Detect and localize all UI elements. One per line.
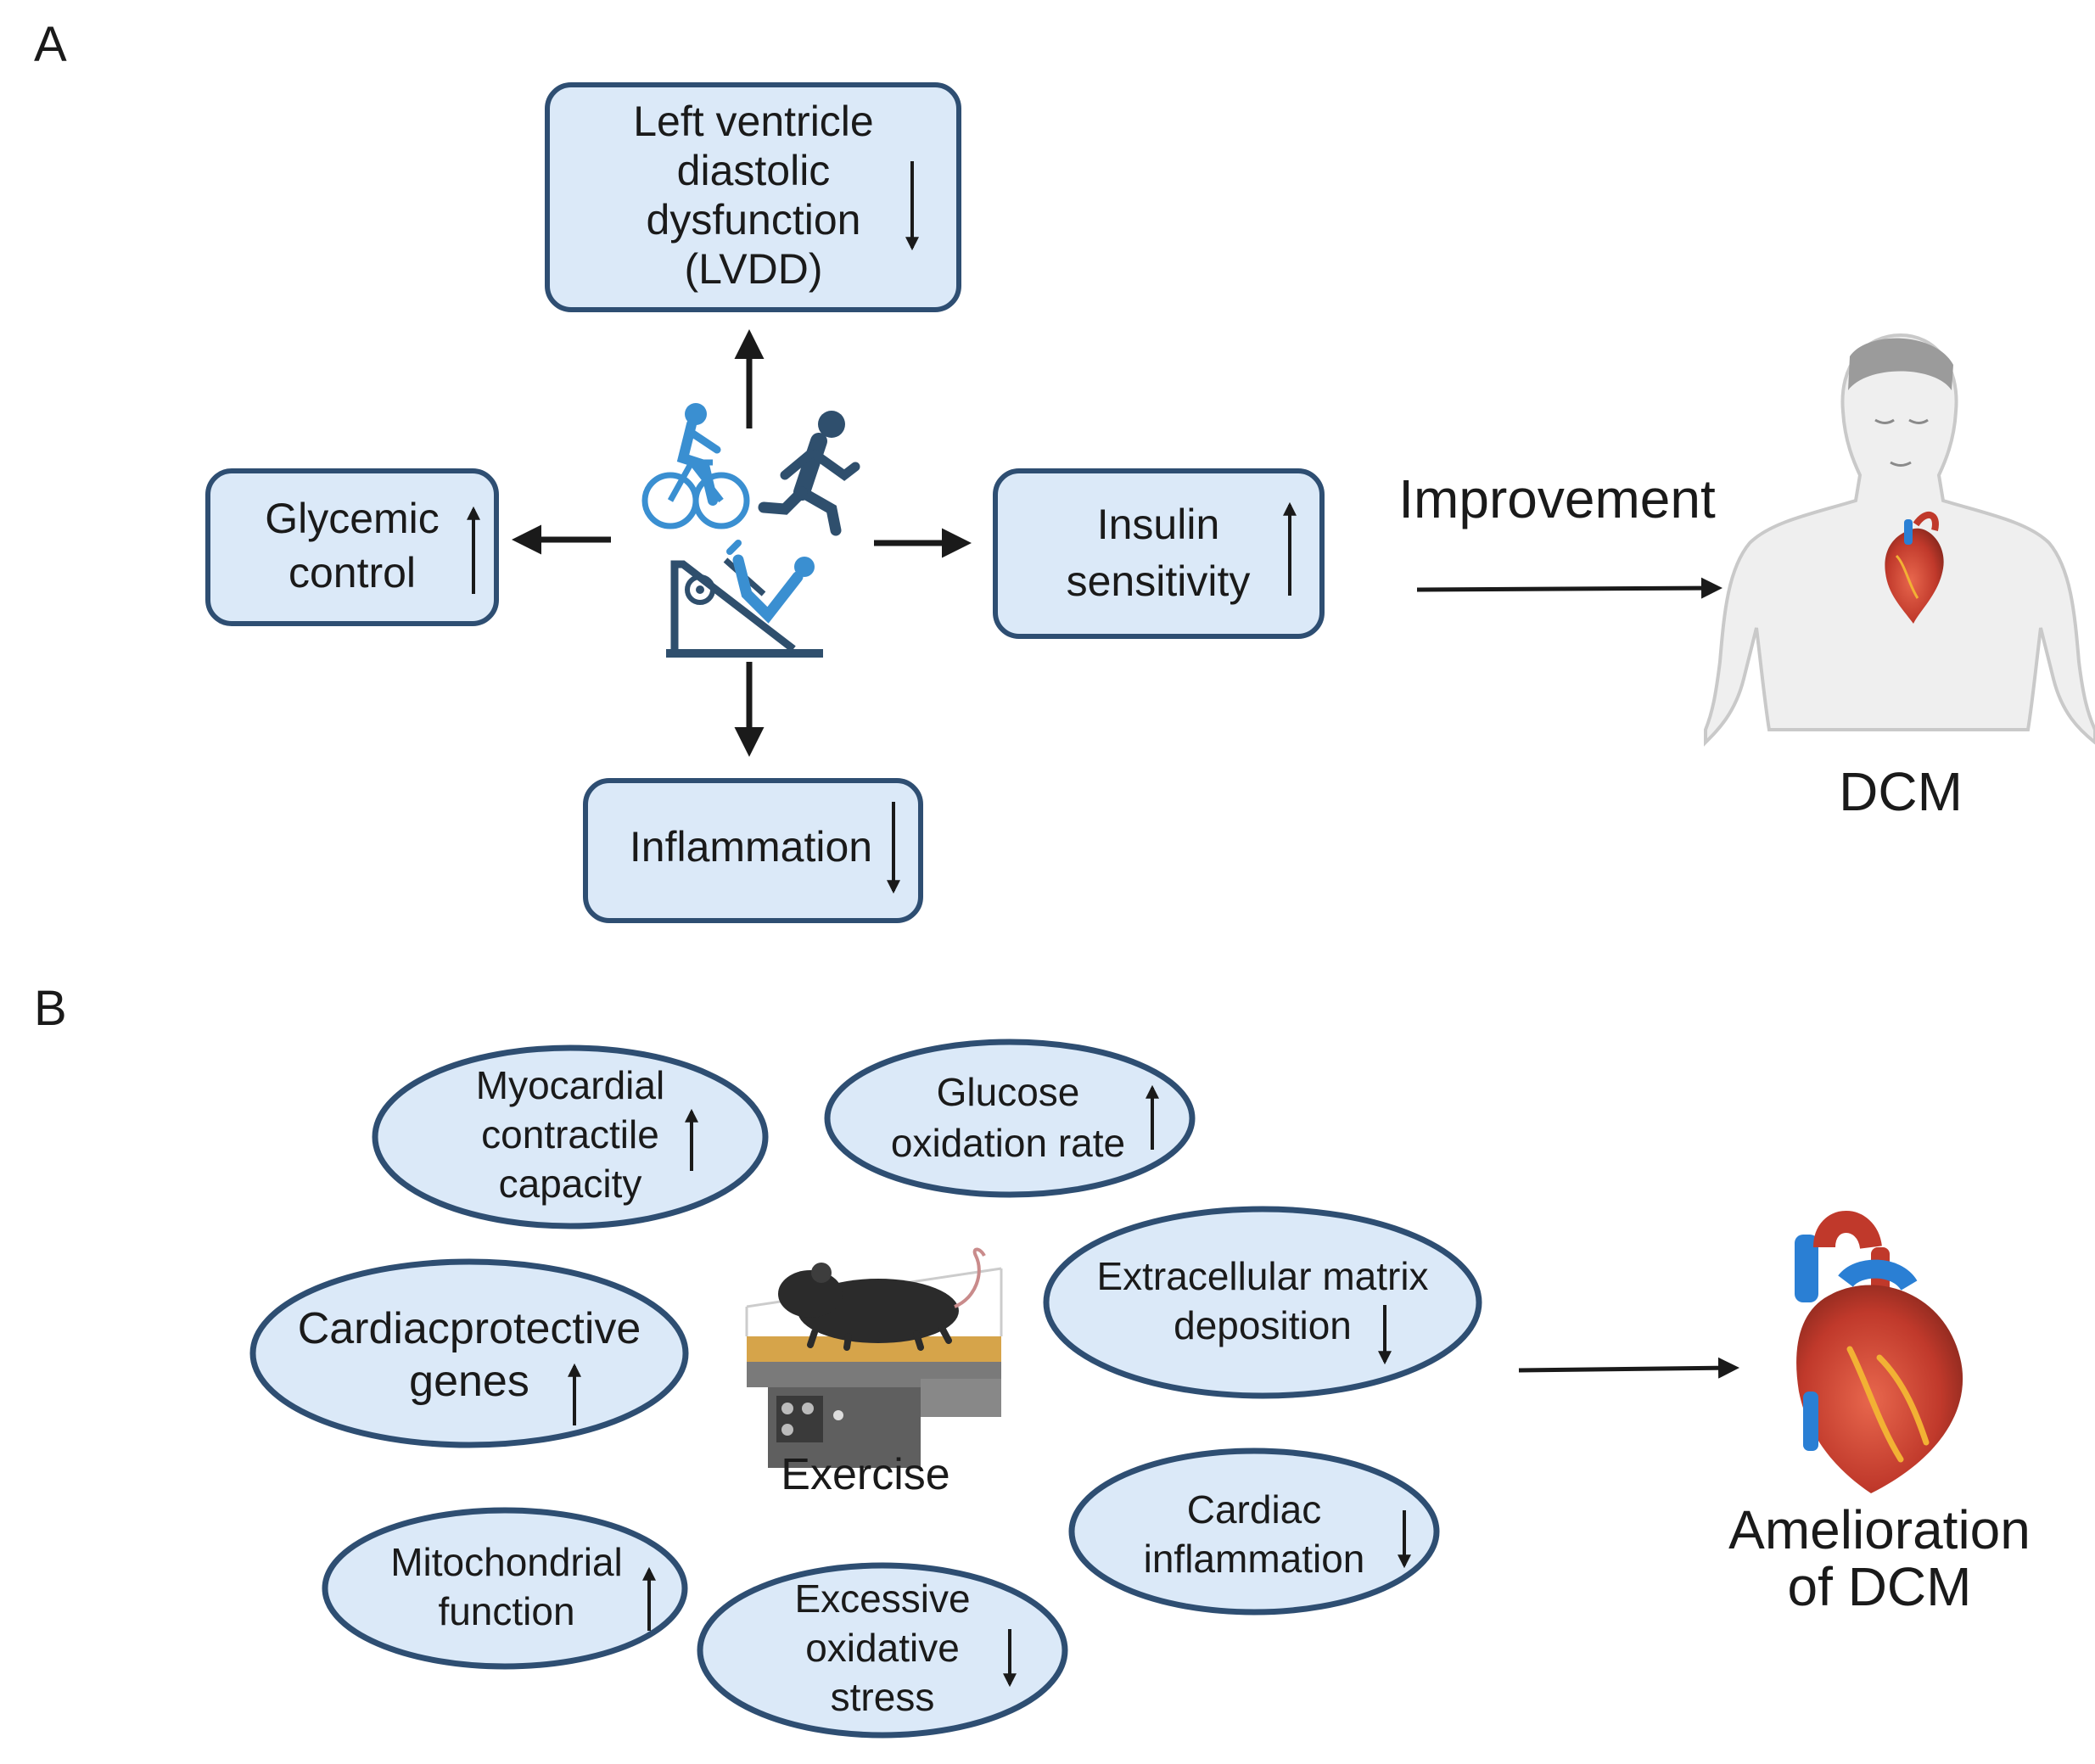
- ecm-line-1: Extracellular matrix: [1096, 1254, 1428, 1298]
- oxidative-ellipse: Excessive oxidative stress: [697, 1562, 1068, 1739]
- inflammation-line-1: Inflammation: [630, 823, 872, 871]
- mitochondrial-ellipse: Mitochondrial function: [322, 1507, 688, 1670]
- improvement-label: Improvement: [1398, 468, 1716, 529]
- lvdd-box: Left ventricle diastolic dysfunction (LV…: [545, 82, 961, 312]
- dcm-label: DCM: [1839, 761, 1963, 822]
- cardioprotective-line-1: Cardiacprotective: [298, 1304, 641, 1353]
- panel-b-label: B: [34, 981, 67, 1036]
- amelioration-line-1: Amelioration: [1728, 1499, 2031, 1560]
- mitochondrial-line-2: function: [438, 1589, 574, 1633]
- glucose-line-1: Glucose: [937, 1070, 1080, 1114]
- mitochondrial-line-1: Mitochondrial: [390, 1540, 623, 1584]
- panel-a-label: A: [34, 17, 67, 72]
- cardiac-inflammation-line-2: inflammation: [1144, 1537, 1365, 1581]
- amelioration-arrow: [1518, 1357, 1739, 1379]
- insulin-line-2: sensitivity: [1067, 557, 1251, 605]
- cyclist-icon: [641, 403, 750, 529]
- myocardial-line-3: capacity: [499, 1162, 642, 1206]
- glycemic-box: Glycemic control: [205, 468, 499, 626]
- cardiac-inflammation-line-1: Cardiac: [1187, 1487, 1322, 1532]
- heart-icon: [1885, 512, 1944, 624]
- lvdd-line-4: (LVDD): [685, 245, 823, 293]
- ecm-ellipse: Extracellular matrix deposition: [1043, 1206, 1482, 1399]
- mouse-treadmill-icon: [745, 1247, 1003, 1468]
- lvdd-line-2: diastolic: [677, 147, 831, 194]
- lvdd-line-3: dysfunction: [647, 196, 861, 244]
- inflammation-box: Inflammation: [583, 778, 923, 923]
- myocardial-line-2: contractile: [481, 1112, 659, 1156]
- myocardial-line-1: Myocardial: [476, 1063, 664, 1107]
- myocardial-ellipse: Myocardial contractile capacity: [372, 1044, 769, 1229]
- runner-icon: [758, 411, 860, 536]
- lvdd-line-1: Left ventricle: [633, 98, 873, 145]
- insulin-line-1: Insulin: [1097, 501, 1220, 548]
- large-heart-icon: [1795, 1211, 1963, 1493]
- glucose-line-2: oxidation rate: [891, 1121, 1125, 1165]
- cardioprotective-line-2: genes: [409, 1357, 529, 1406]
- oxidative-line-1: Excessive: [794, 1576, 970, 1621]
- glycemic-line-1: Glycemic: [265, 495, 440, 542]
- amelioration-line-2: of DCM: [1788, 1556, 1972, 1617]
- exercise-label: Exercise: [781, 1450, 949, 1499]
- glycemic-line-2: control: [288, 549, 416, 596]
- ecm-line-2: deposition: [1174, 1303, 1352, 1347]
- oxidative-line-2: oxidative: [805, 1626, 960, 1670]
- cardiac-inflammation-ellipse: Cardiac inflammation: [1068, 1448, 1440, 1616]
- oxidative-line-3: stress: [831, 1675, 935, 1719]
- glucose-ellipse: Glucose oxidation rate: [824, 1039, 1196, 1198]
- leg-press-icon: [666, 540, 823, 658]
- insulin-box: Insulin sensitivity: [993, 468, 1325, 639]
- improvement-arrow: [1416, 577, 1722, 599]
- cardioprotective-ellipse: Cardiacprotective genes: [249, 1258, 689, 1448]
